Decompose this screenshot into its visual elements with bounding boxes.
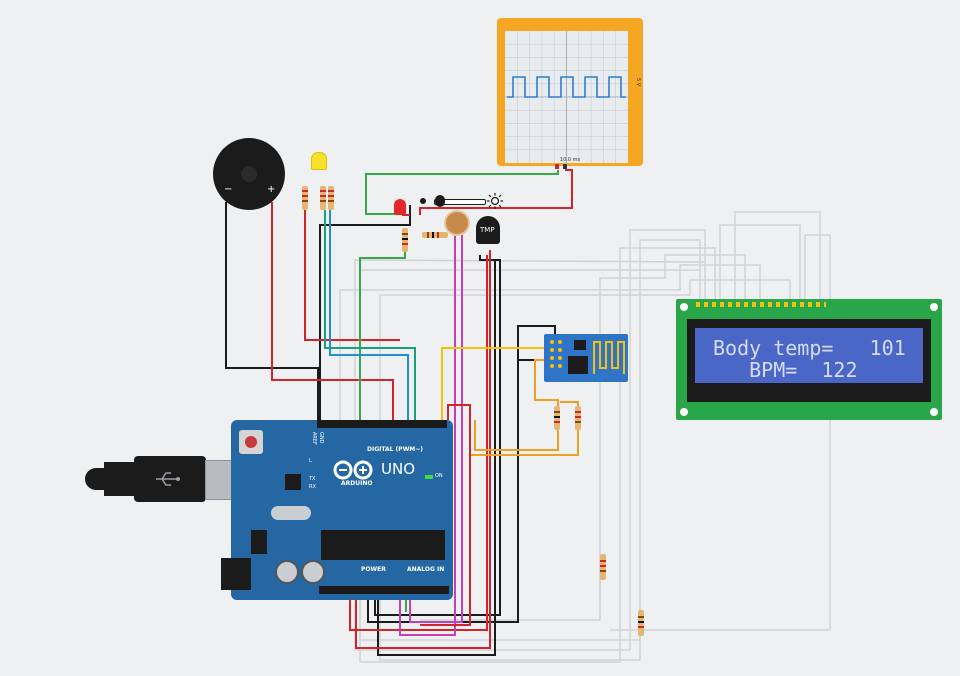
sun-icon — [487, 193, 503, 209]
power-analog-header[interactable] — [319, 586, 449, 594]
usb-cable-strain — [104, 462, 138, 496]
esp-resistors[interactable] — [552, 402, 588, 438]
usb-chip — [285, 474, 301, 490]
light-intensity-slider[interactable] — [420, 193, 510, 209]
uno-label: UNO — [381, 460, 416, 478]
wifi-module[interactable] — [544, 334, 628, 382]
esp-antenna — [550, 340, 625, 374]
green-wires — [359, 170, 559, 612]
rx-label: RX — [309, 484, 316, 490]
arduino-logo-icon — [333, 460, 373, 480]
tx-label: TX — [309, 476, 316, 482]
resistor-lcd-2[interactable] — [634, 608, 648, 638]
usb-icon — [156, 472, 180, 486]
square-wave-trace — [507, 76, 626, 98]
gnd-label: GND — [318, 432, 324, 444]
lcd-mount-hole — [680, 408, 688, 416]
on-label: ON — [435, 473, 443, 479]
buzzer[interactable]: − + — [213, 138, 285, 210]
slider-min-dot — [420, 198, 426, 204]
analog-label: ANALOG IN — [407, 566, 445, 573]
teal-wires — [324, 210, 416, 420]
on-led — [425, 475, 433, 479]
red-led-resistor[interactable] — [398, 226, 412, 254]
usb-plug[interactable] — [134, 456, 206, 502]
crystal — [271, 506, 311, 520]
led-resistors[interactable] — [298, 180, 338, 215]
reset-button[interactable] — [245, 436, 257, 448]
slider-track — [434, 199, 486, 205]
buzzer-plus-label: + — [267, 184, 276, 195]
power-jack — [221, 558, 251, 590]
lcd-mount-hole — [930, 303, 938, 311]
capacitor — [275, 560, 299, 584]
ldr-resistor[interactable] — [420, 228, 450, 242]
resistor-lcd-1[interactable] — [596, 552, 610, 582]
scope-time-label: 10.0 ms — [559, 157, 581, 163]
slider-thumb[interactable] — [435, 195, 445, 207]
red-led[interactable] — [394, 199, 406, 215]
atmega-chip — [321, 530, 445, 560]
buzzer-center — [241, 166, 257, 182]
scope-side-label: 5 V — [635, 78, 641, 87]
reset-button-housing — [239, 430, 263, 454]
lcd-header-pins — [696, 302, 826, 307]
uno-red-loop — [420, 404, 471, 626]
yellow-wires — [441, 347, 545, 420]
lcd-mount-hole — [930, 408, 938, 416]
l-label: L — [309, 458, 312, 464]
capacitor — [301, 560, 325, 584]
usb-cable-tip — [85, 468, 107, 490]
lcd-mount-hole — [680, 303, 688, 311]
lcd-line-1: Body temp= 101 — [713, 336, 906, 360]
photoresistor[interactable] — [444, 210, 470, 236]
lcd-display[interactable]: Body temp= 101 BPM= 122 — [676, 299, 942, 420]
aref-label: AREF — [311, 432, 317, 445]
tmp-label: TMP — [480, 226, 495, 234]
oscilloscope-screen — [505, 31, 628, 163]
magenta-wires — [399, 232, 463, 636]
power-label: POWER — [361, 566, 386, 573]
blue-wires — [329, 210, 409, 420]
scope-probe-black — [563, 164, 567, 169]
buzzer-minus-label: − — [224, 184, 233, 195]
arduino-brand-label: ARDUINO — [341, 480, 373, 487]
arduino-uno-board[interactable]: AREF GND DIGITAL (PWM~) UNO ARDUINO ON L… — [221, 420, 453, 600]
digital-header[interactable] — [317, 420, 447, 428]
scope-probe-red — [555, 164, 559, 169]
voltage-regulator — [251, 530, 267, 554]
temperature-sensor[interactable]: TMP — [476, 216, 500, 244]
yellow-led[interactable] — [311, 152, 327, 174]
oscilloscope[interactable]: 10.0 ms 5 V — [497, 18, 643, 169]
lcd-line-2: BPM= 122 — [713, 358, 858, 382]
digital-label: DIGITAL (PWM~) — [367, 446, 424, 453]
lcd-screen: Body temp= 101 BPM= 122 — [695, 328, 923, 383]
